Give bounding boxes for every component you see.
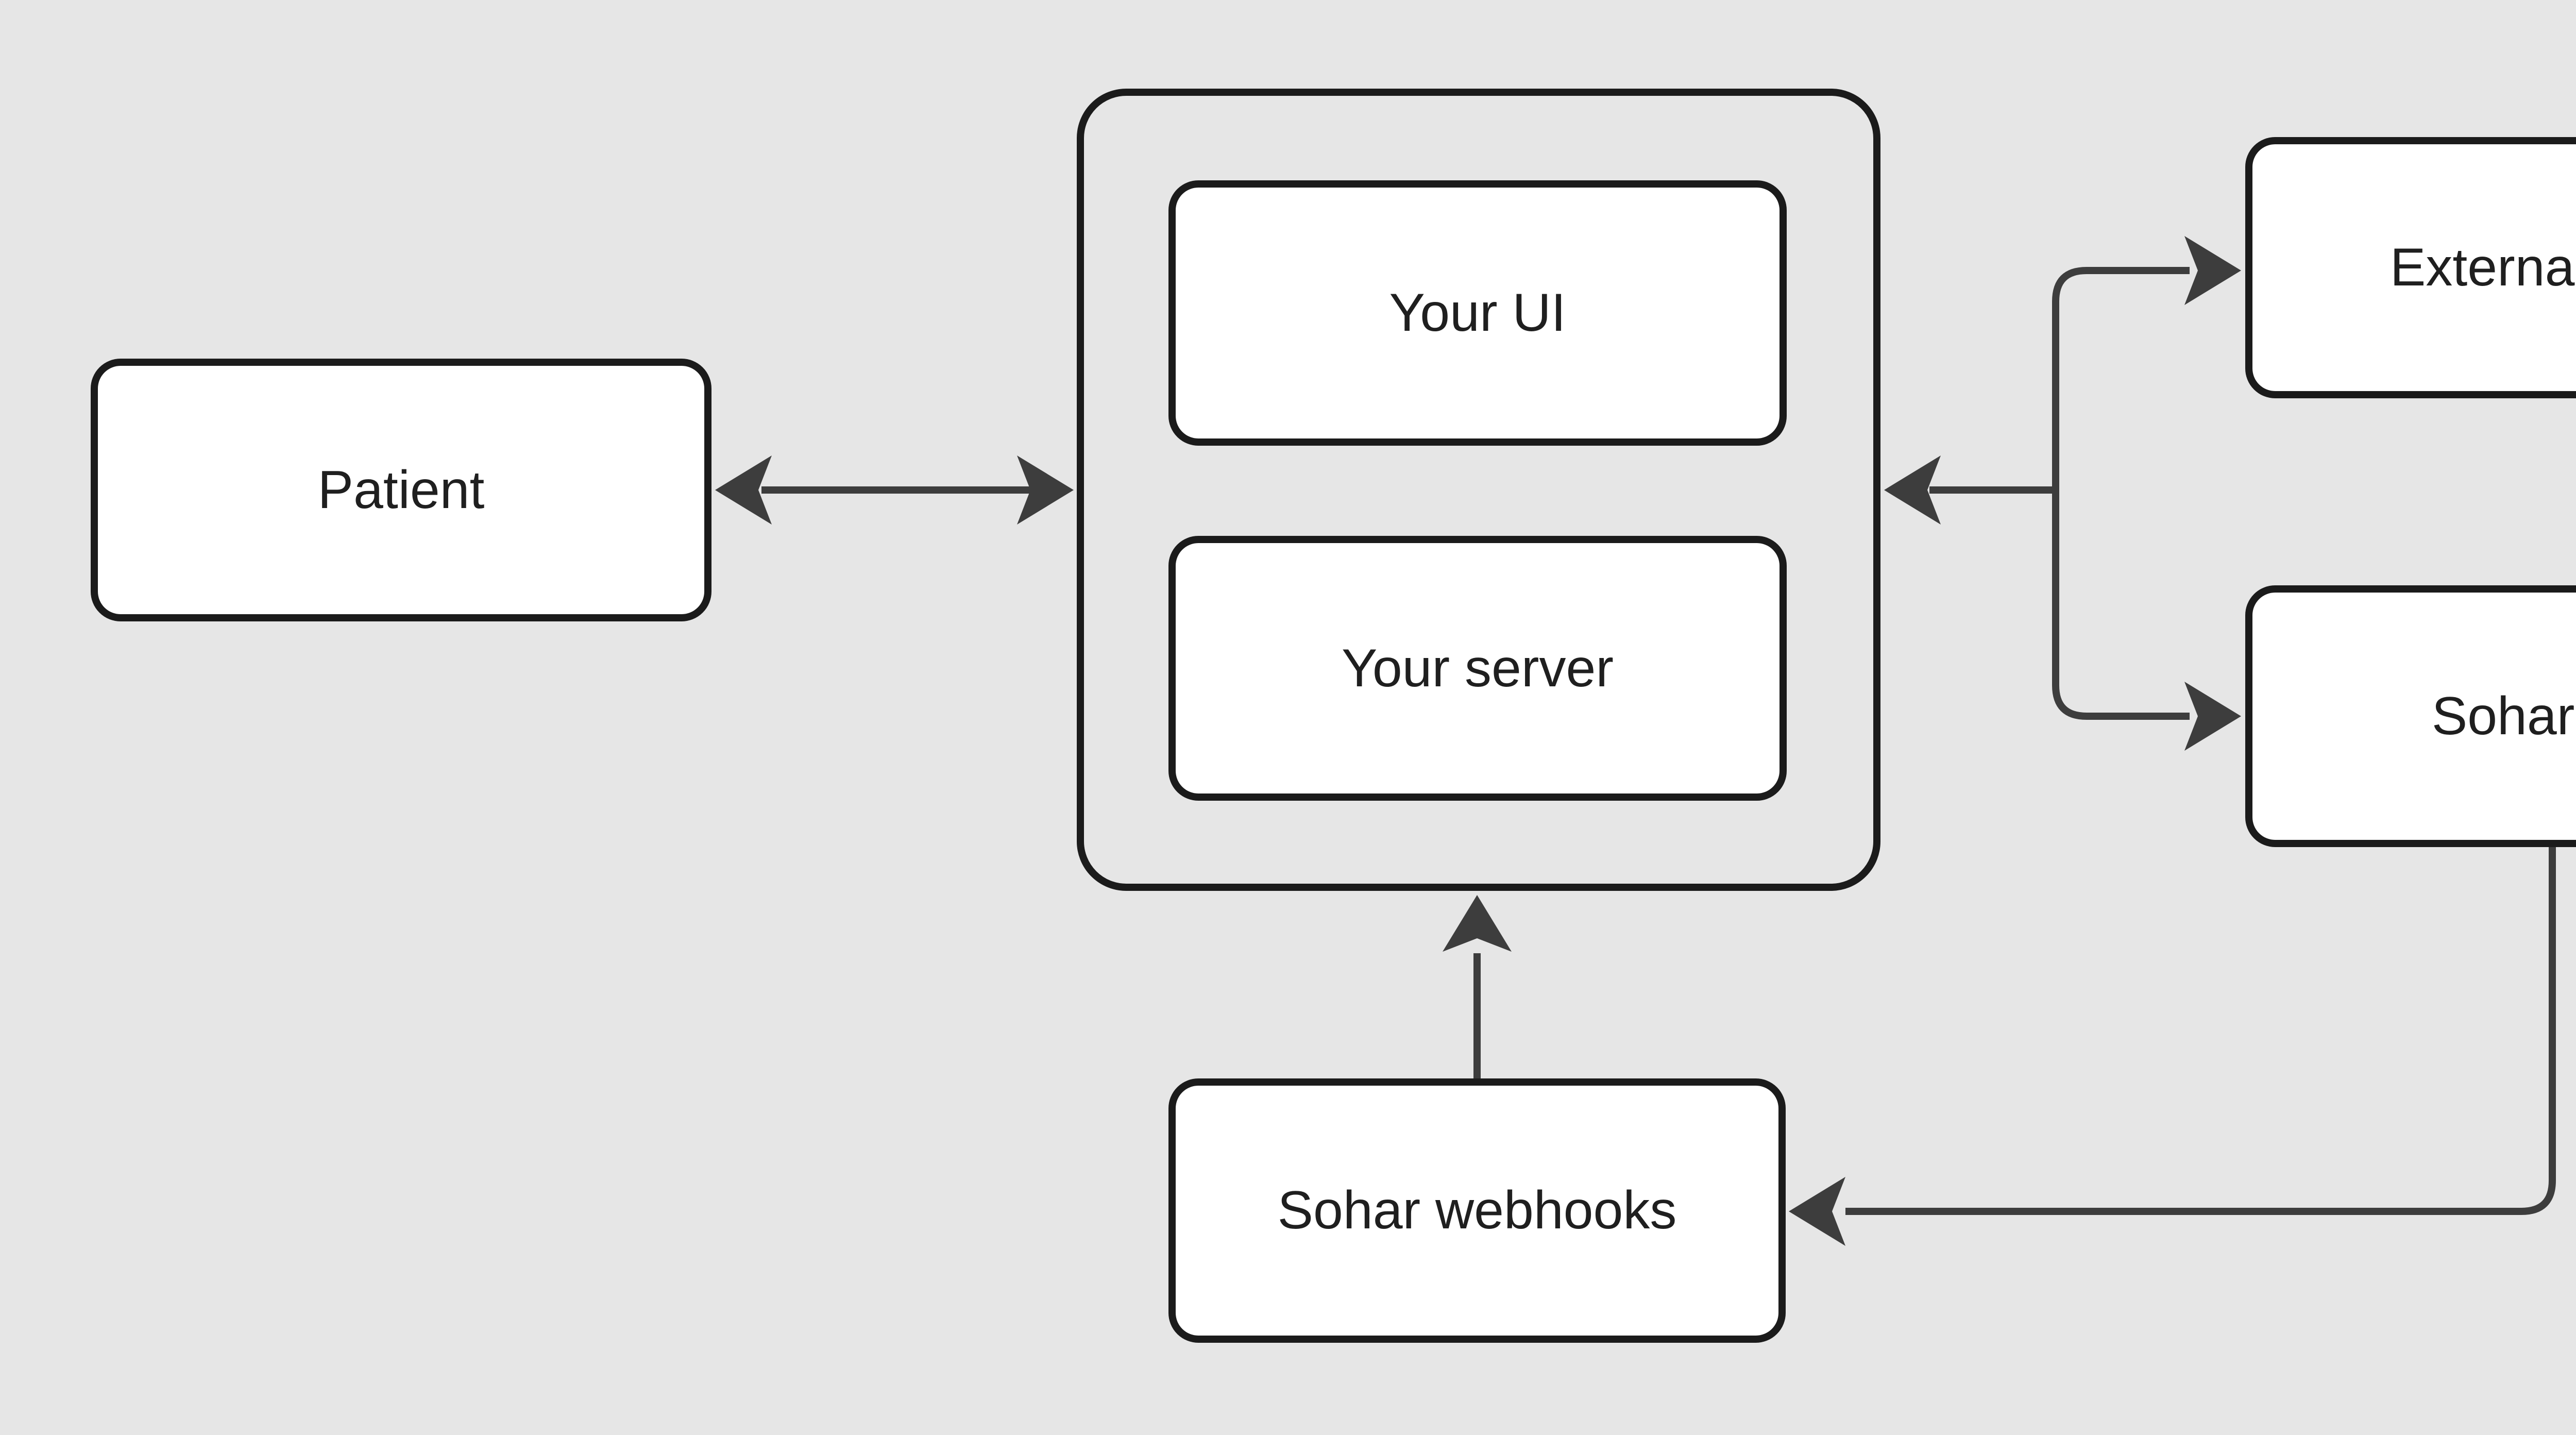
node-your-server-label: Your server <box>1342 638 1614 698</box>
edge-api-webhooks <box>1789 847 2556 1246</box>
node-sohar-webhooks: Sohar webhooks <box>1168 1078 1786 1343</box>
edge-webhooks-app <box>1443 895 1512 1078</box>
node-app-group <box>1077 89 1880 891</box>
node-patient-label: Patient <box>317 460 485 520</box>
node-patient: Patient <box>91 359 711 621</box>
node-your-ui-label: Your UI <box>1389 283 1566 343</box>
node-sohar-api: Sohar API <box>2245 585 2576 847</box>
edge-app-external-branch <box>1884 236 2241 751</box>
node-your-ui: Your UI <box>1168 180 1787 446</box>
node-sohar-webhooks-label: Sohar webhooks <box>1277 1180 1677 1241</box>
edge-patient-app <box>715 455 1074 525</box>
node-external-ehr: External EHR <box>2245 137 2576 398</box>
node-external-ehr-label: External EHR <box>2390 238 2576 298</box>
node-sohar-api-label: Sohar API <box>2431 686 2576 746</box>
node-your-server: Your server <box>1168 536 1787 801</box>
